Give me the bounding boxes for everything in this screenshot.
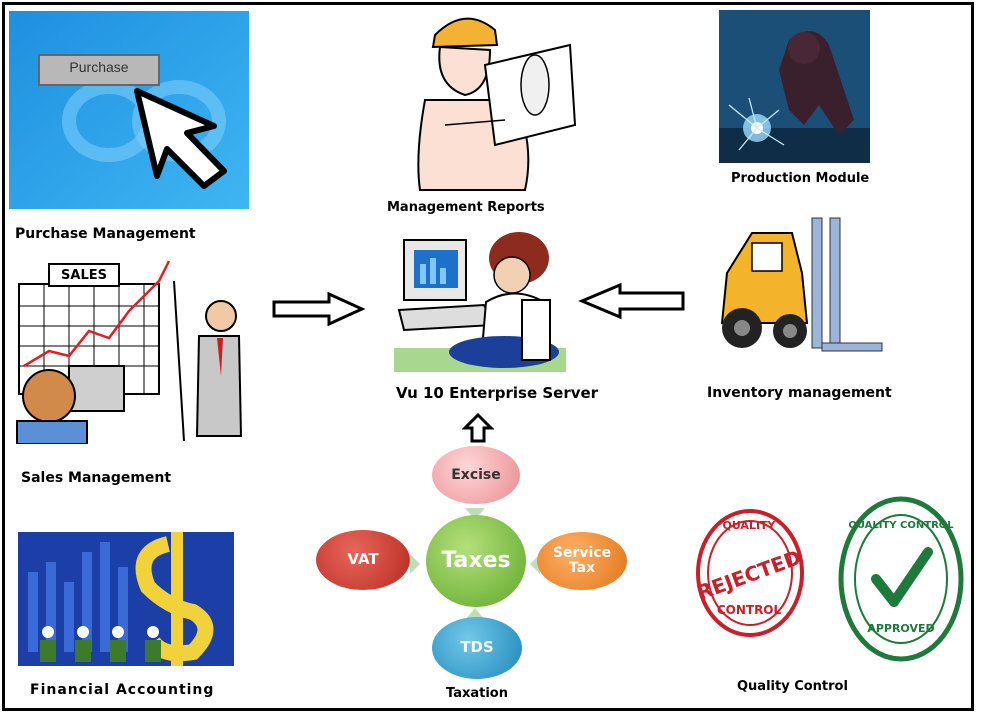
rejected-stamp-bottom: CONTROL <box>716 603 782 617</box>
quality-control-label: Quality Control <box>737 679 848 694</box>
tax-center-bubble: Taxes <box>426 515 526 607</box>
inventory-management-label: Inventory management <box>707 385 892 401</box>
financial-image <box>18 532 234 666</box>
enterprise-server-label: Vu 10 Enterprise Server <box>396 384 599 402</box>
purchase-image: Purchase <box>9 11 249 209</box>
production-image <box>719 10 870 163</box>
purchase-management-label: Purchase Management <box>15 226 196 242</box>
diagram-frame <box>2 2 974 711</box>
rejected-stamp: QUALITY REJECTED CONTROL <box>690 505 808 640</box>
approved-stamp-top: QUALITY CONTROL <box>848 520 954 531</box>
sales-sign-text: SALES <box>61 268 107 283</box>
tax-center-label: Taxes <box>441 548 511 574</box>
sales-image: SALES <box>9 256 245 444</box>
approved-stamp-bottom: APPROVED <box>867 622 935 635</box>
tax-service-label: Service Tax <box>552 545 612 576</box>
approved-stamp: QUALITY CONTROL APPROVED <box>836 494 966 664</box>
tax-tds-bubble: TDS <box>432 617 522 679</box>
financial-accounting-label: Financial Accounting <box>30 682 215 698</box>
production-module-label: Production Module <box>731 171 870 186</box>
rejected-stamp-top: QUALITY <box>722 519 776 532</box>
arrow-right-icon <box>271 292 365 326</box>
management-reports-label: Management Reports <box>387 200 545 215</box>
inventory-image <box>712 213 884 365</box>
server-image <box>394 230 566 372</box>
arrow-left-icon <box>578 282 686 320</box>
tax-excise-bubble: Excise <box>432 446 520 504</box>
purchase-button-label: Purchase <box>69 59 129 75</box>
tax-vat-label: VAT <box>347 550 379 569</box>
arrow-up-icon <box>462 413 494 443</box>
tax-service-bubble: Service Tax <box>537 532 627 590</box>
check-icon <box>871 547 933 607</box>
tax-tds-label: TDS <box>460 638 494 657</box>
taxation-label: Taxation <box>446 686 508 701</box>
tax-excise-label: Excise <box>451 466 501 483</box>
reports-image <box>385 5 580 197</box>
sales-management-label: Sales Management <box>21 470 172 486</box>
tax-vat-bubble: VAT <box>316 530 410 590</box>
